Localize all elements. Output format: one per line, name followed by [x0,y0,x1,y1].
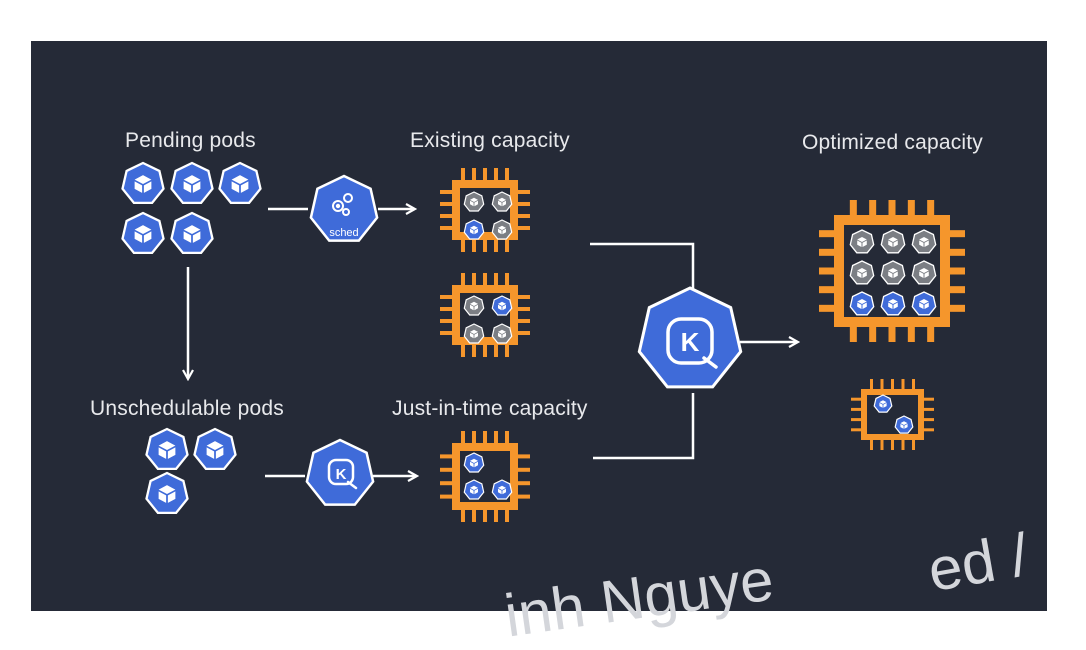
optimized-node-large-pod-2 [880,229,906,254]
jit-node-pod-1 [463,452,485,473]
existing-node-1-pod-4 [491,219,513,240]
unschedulable-pod-2 [193,427,237,471]
pending-pod-3 [218,161,262,205]
existing-node-1-pod-3 [463,219,485,240]
pending-pod-4 [121,211,165,255]
optimized-node-large-pod-6 [911,260,937,285]
existing-node-2-pod-3 [463,323,485,344]
label-unschedulable-pods: Unschedulable pods [90,397,284,420]
connector-existing-to-karpenter [590,242,695,290]
existing-node-2-pod-4 [491,323,513,344]
scheduler-heptagon [309,174,379,242]
jit-node-pod-2 [463,479,485,500]
optimized-node-large-pod-1 [849,229,875,254]
pending-pod-1 [121,161,165,205]
pending-pod-5 [170,211,214,255]
optimized-node-large-pod-3 [911,229,937,254]
scheduler: sched [309,174,379,242]
jit-node-pod-3 [491,479,513,500]
karpenter-logo-icon-large [666,317,714,365]
unschedulable-pod-3 [145,471,189,515]
existing-node-1 [440,168,530,252]
connector-jit-to-karpenter [593,393,695,460]
label-pending-pods: Pending pods [125,129,256,152]
label-optimized-capacity: Optimized capacity [802,131,984,154]
diagram-canvas: sched K K [121,161,965,522]
karpenter-letter-large: K [681,327,700,357]
optimized-node-large-pod-8 [880,291,906,316]
karpenter-heptagon-large [637,286,743,389]
label-jit-capacity: Just-in-time capacity [392,397,588,420]
optimized-node-small [851,379,934,450]
karpenter-small: K [305,438,375,506]
karpenter-logo-icon [327,458,355,486]
optimized-node-large-pod-5 [880,260,906,285]
optimized-node-large-pod-9 [911,291,937,316]
pending-pod-2 [170,161,214,205]
karpenter-large: K [637,286,743,389]
optimized-node-small-pod-1 [873,394,893,413]
label-existing-capacity: Existing capacity [410,129,570,152]
scheduler-label: sched [329,227,358,239]
optimized-node-large-pod-7 [849,291,875,316]
optimized-node-large [819,200,965,342]
existing-node-2-pod-1 [463,295,485,316]
jit-node [440,431,530,522]
optimized-node-small-pod-2 [894,415,914,434]
gear-icon [332,193,353,216]
karpenter-letter: K [336,466,347,483]
unschedulable-pod-1 [145,427,189,471]
existing-node-2 [440,273,530,357]
optimized-node-large-pod-4 [849,260,875,285]
existing-node-1-pod-2 [491,191,513,212]
existing-node-1-pod-1 [463,191,485,212]
existing-node-2-pod-2 [491,295,513,316]
